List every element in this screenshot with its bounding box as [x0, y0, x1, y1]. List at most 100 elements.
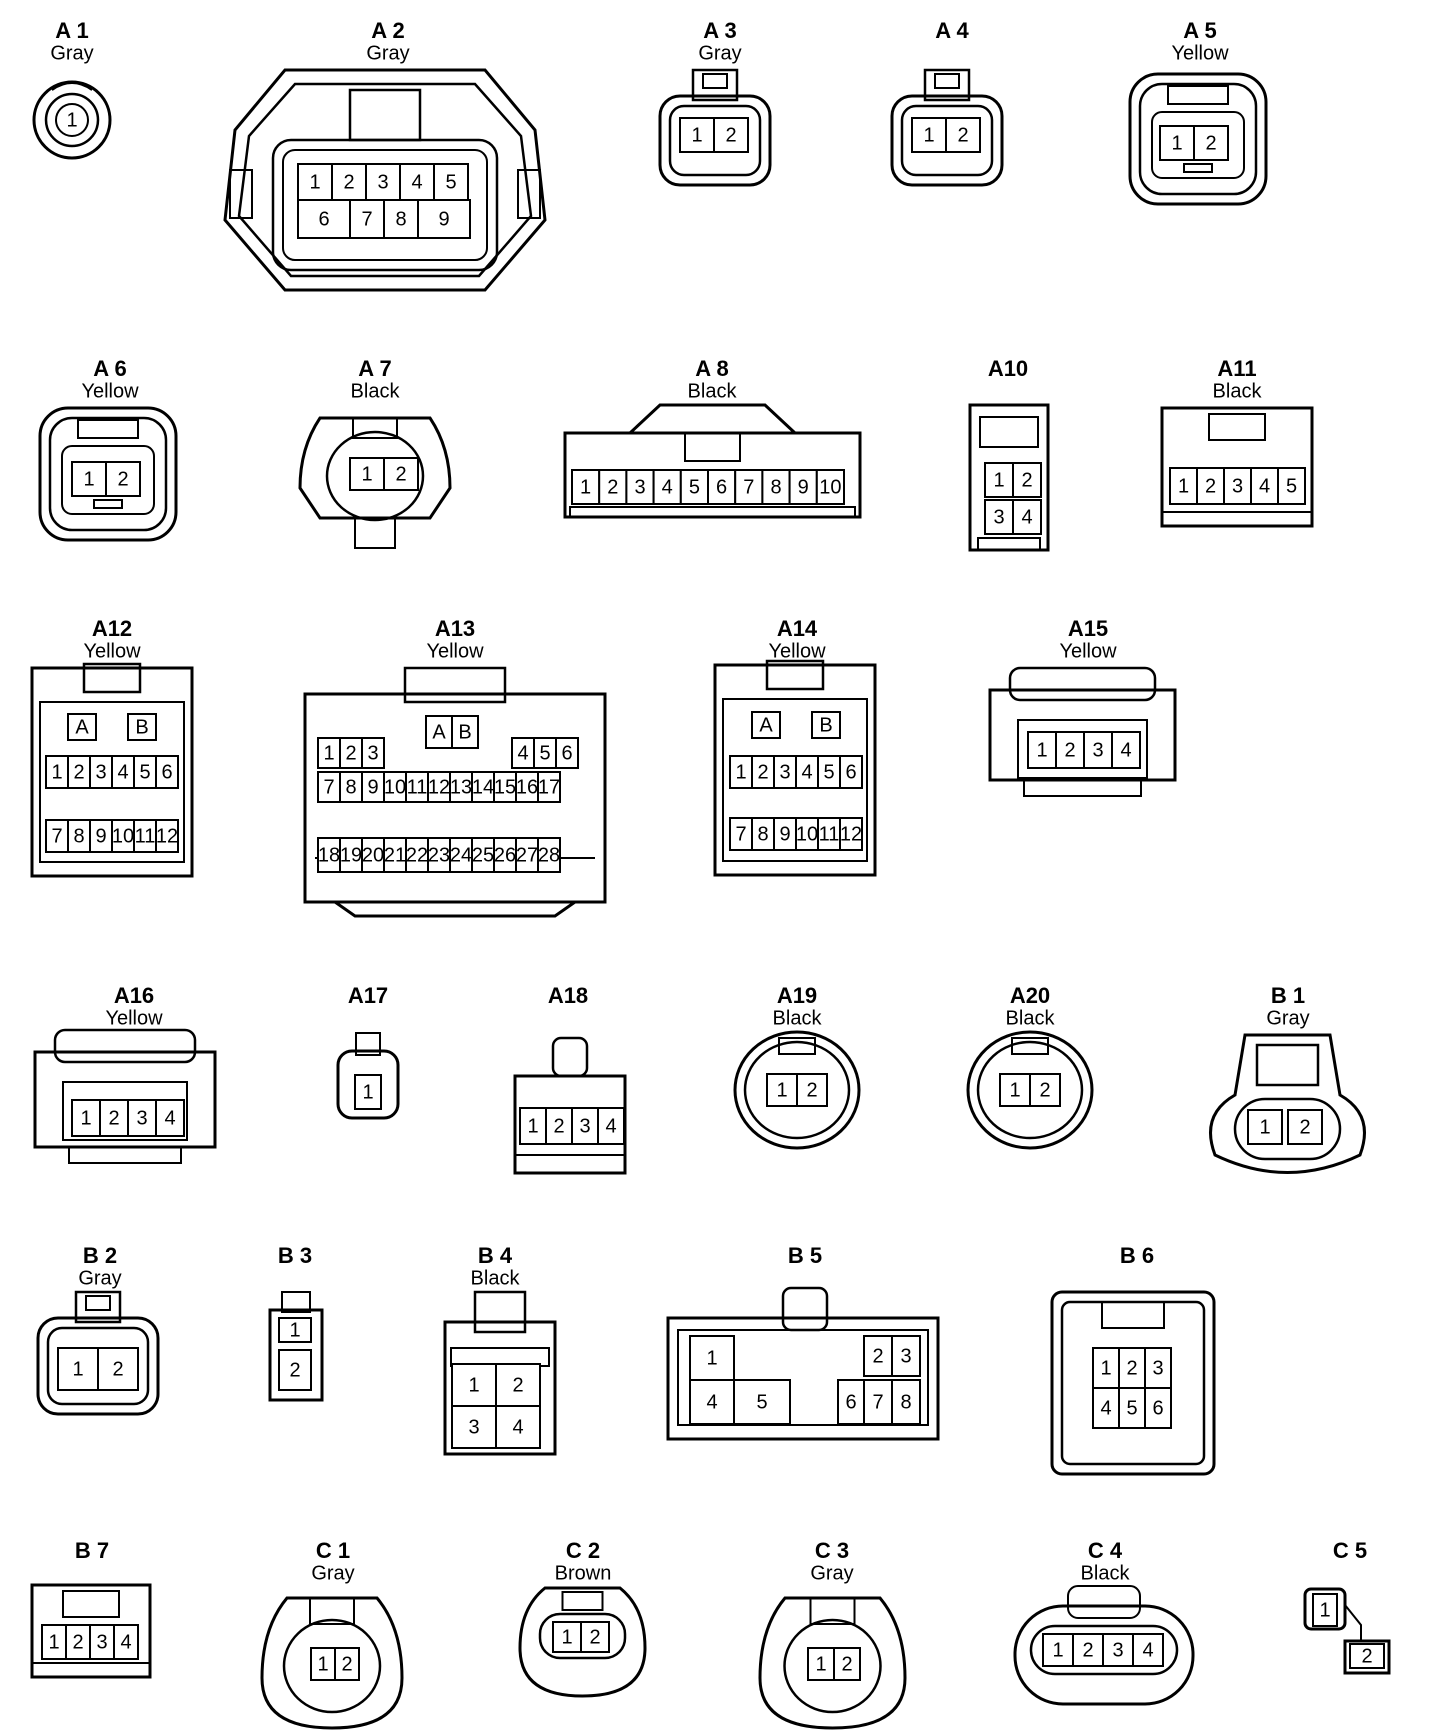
pin-cavity-frame [1233, 1097, 1342, 1161]
pin-number: 8 [345, 776, 356, 798]
pin-cavity-outline [537, 837, 561, 873]
pin-cavity: 6 [1144, 1387, 1172, 1429]
pin-number: 1 [1036, 739, 1047, 761]
pin-cavity: 1 [1027, 731, 1057, 769]
connector-id-label: B 1 [1271, 983, 1305, 1008]
pin-cavity: 4 [399, 163, 435, 201]
pin-cavity: 2 [751, 755, 775, 789]
pin-cavity-frame [1017, 719, 1148, 779]
pin-cavity-outline [127, 1099, 157, 1137]
lock-latch [62, 1590, 120, 1618]
pin-cavity-outline [1132, 1633, 1164, 1667]
connector-housing [666, 1316, 940, 1441]
lock-latch [765, 659, 825, 691]
pin-cavity-outline [97, 1347, 139, 1391]
connector-housing [758, 1596, 907, 1730]
pin-cavity-outline [1312, 1593, 1338, 1627]
pin-cavity: 3 [365, 163, 401, 201]
pin-cavity: 7 [863, 1379, 893, 1425]
pin-number: 18 [318, 844, 340, 866]
pin-cavity: 14 [471, 771, 495, 803]
pin-cavity-outline [863, 1379, 893, 1425]
pin-number: 2 [345, 742, 356, 764]
housing-inner [783, 1618, 882, 1714]
connector-id-label: A 4 [935, 18, 969, 43]
connector-id-label: B 2 [83, 1243, 117, 1268]
connector-color-label: Black [688, 381, 738, 403]
housing-inner [39, 701, 185, 863]
pin-number: 15 [494, 776, 516, 798]
lock-latch [53, 1028, 197, 1064]
pin-number: 2 [343, 171, 354, 193]
pin-cavity: 2 [1055, 731, 1085, 769]
pin-cavity-outline [1012, 499, 1042, 535]
connector-id-label: A15 [1068, 616, 1108, 641]
pin-cavity: 10 [815, 469, 845, 505]
pin-cavity: 9 [773, 817, 797, 851]
pin-cavity: 3 [984, 499, 1014, 535]
pin-number: 2 [341, 1653, 352, 1675]
pin-cavity: 1 [1169, 467, 1198, 505]
pin-number: 1 [1178, 475, 1189, 497]
connector-housing [223, 68, 547, 292]
pin-cavity: 5 [533, 737, 557, 769]
connector-color-label: Gray [698, 43, 741, 65]
pin-cavity: 6 [837, 1379, 865, 1425]
pin-cavity: 10 [795, 817, 819, 851]
lock-latch [702, 73, 728, 89]
pin-cavity: 1 [984, 462, 1014, 498]
pin-cavity-outline [1042, 1633, 1074, 1667]
pin-cavity-outline [751, 711, 781, 739]
connector-housing [260, 1596, 404, 1730]
pin-cavity: 1 [766, 1073, 798, 1107]
pin-cavity: 2 [945, 117, 981, 153]
pin-cavity: 9 [788, 469, 818, 505]
pin-cavity-outline [155, 755, 179, 789]
pin-cavity-outline [1159, 125, 1195, 161]
side-clip [517, 169, 541, 219]
pin-cavity: B [811, 711, 841, 739]
connector-housing [30, 1583, 152, 1679]
pin-cavity: 1 [45, 755, 69, 789]
pin-number: 6 [561, 742, 572, 764]
pin-cavity: 3 [89, 755, 113, 789]
pin-cavity: 2 [1287, 1109, 1323, 1145]
pin-cavity: 9 [361, 771, 385, 803]
pin-cavity-outline [679, 469, 709, 505]
connector-id-label: A 6 [93, 356, 126, 381]
pin-number: 2 [1126, 1357, 1137, 1379]
pin-cavity-frame [282, 149, 488, 261]
lock-latch [281, 1291, 311, 1313]
pin-cavity: 4 [1132, 1633, 1164, 1667]
pin-number: 1 [1052, 1639, 1063, 1661]
pin-cavity: 1 [349, 457, 385, 491]
pin-cavity: 2 [833, 1647, 861, 1681]
pin-number: A [432, 721, 446, 743]
connector-color-label: Black [471, 1268, 521, 1290]
lock-latch [309, 1597, 355, 1625]
pin-cavity: 5 [433, 163, 469, 201]
pin-cavity: 1 [57, 1347, 99, 1391]
pin-number: 3 [900, 1345, 911, 1367]
pin-cavity-outline [625, 469, 655, 505]
connector-id-label: C 2 [566, 1538, 600, 1563]
pin-number: 1 [1259, 1116, 1270, 1138]
connector-color-label: Yellow [105, 1008, 163, 1030]
pin-cavity: 3 [625, 469, 655, 505]
connector-housing [36, 1316, 160, 1416]
pin-cavity-outline [65, 1624, 91, 1660]
pin-number: 2 [1039, 1079, 1050, 1101]
pin-cavity: 5 [817, 755, 841, 789]
lock-latch [473, 1290, 527, 1334]
pin-number: 4 [1100, 1397, 1111, 1419]
pin-number: 11 [135, 825, 156, 847]
pin-cavity: 3 [1223, 467, 1252, 505]
pin-number: 7 [361, 208, 372, 230]
pin-cavity: 4 [155, 1099, 185, 1137]
pin-cavity-outline [155, 1099, 185, 1137]
